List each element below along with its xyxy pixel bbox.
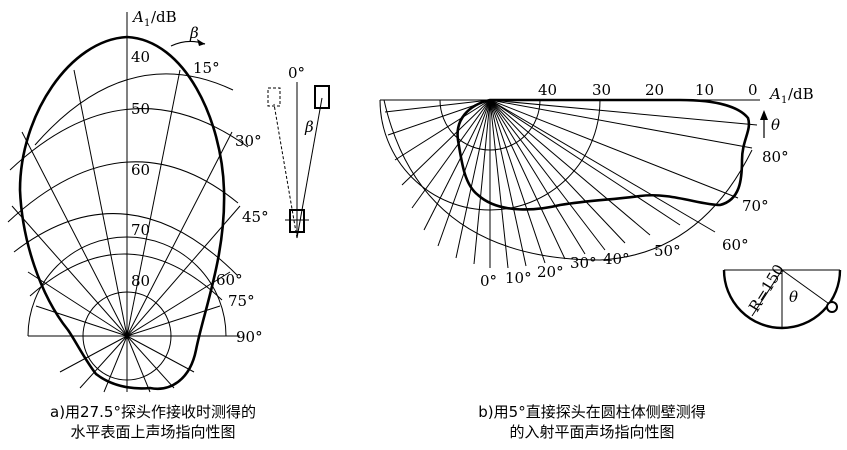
- a-arc-70: [13, 213, 238, 276]
- a-label-40: 40: [131, 48, 150, 66]
- a-angle-75: 75°: [228, 292, 255, 310]
- a-beta-arrowhead: [197, 39, 205, 46]
- b-inset-probe: [826, 301, 838, 313]
- a-angle-30: 30°: [235, 132, 262, 150]
- a-angle-15: 15°: [193, 59, 220, 77]
- b-angle-60: 60°: [722, 236, 749, 254]
- probe-left-box: [267, 87, 281, 107]
- a-arc-60: [7, 161, 239, 223]
- caption-a: a)用27.5°探头作接收时测得的 水平表面上声场指向性图: [18, 402, 288, 442]
- diagram-a: A 1 /dB β 40 50 60 70 80 15° 30° 45° 60°…: [7, 8, 269, 393]
- a-axis-label-unit: /dB: [151, 8, 177, 26]
- a-arc-40: [34, 73, 234, 146]
- probe-beta-label: β: [304, 118, 314, 136]
- a-axis-label-sub: 1: [144, 18, 150, 29]
- probe-right-box: [314, 85, 330, 109]
- b-inset-radius: [781, 269, 833, 307]
- b-angle-80: 80°: [762, 148, 789, 166]
- b-axis-label-A: A: [768, 85, 781, 103]
- b-angle-30: 30°: [570, 254, 597, 272]
- a-arc-50: [9, 108, 249, 171]
- probe-right-line: [296, 97, 323, 239]
- probe-bottom-box: [289, 209, 305, 233]
- b-inset-r-line: [751, 269, 783, 317]
- a-label-50: 50: [131, 100, 150, 118]
- b-axis-label-sub: 1: [781, 95, 787, 106]
- caption-a-line1: a)用27.5°探头作接收时测得的: [50, 403, 256, 421]
- b-scale-10: 10: [695, 81, 714, 99]
- b-radial-lines: [384, 99, 758, 269]
- a-axis-label-A: A: [131, 8, 144, 26]
- b-outer-boundary: [383, 99, 753, 261]
- b-angle-20: 20°: [537, 263, 564, 281]
- b-angle-0: 0°: [480, 272, 497, 290]
- b-scale-40: 40: [538, 81, 557, 99]
- a-label-60: 60: [131, 161, 150, 179]
- a-angle-60: 60°: [216, 271, 243, 289]
- caption-b-line2: 的入射平面声场指向性图: [509, 423, 675, 441]
- b-axis-label-unit: /dB: [788, 85, 814, 103]
- a-label-70: 70: [131, 221, 150, 239]
- b-scale-20: 20: [645, 81, 664, 99]
- probe-sketch: 0° β: [267, 64, 330, 239]
- diagram-b: 40 30 20 10 0 A 1 /dB θ 0° 10° 20° 30° 4…: [379, 81, 842, 330]
- b-directivity-curve: [456, 98, 751, 211]
- b-angle-50: 50°: [654, 242, 681, 260]
- a-directivity-curve: [18, 35, 226, 391]
- b-angle-70: 70°: [742, 197, 769, 215]
- b-scale-30: 30: [592, 81, 611, 99]
- b-angle-10: 10°: [505, 269, 532, 287]
- probe-zero-label: 0°: [288, 64, 305, 82]
- b-theta-symbol: θ: [771, 116, 780, 134]
- b-inset-theta: θ: [789, 288, 798, 306]
- caption-b-line1: b)用5°直接探头在圆柱体侧壁测得: [478, 403, 706, 421]
- a-angle-90: 90°: [236, 328, 263, 346]
- caption-b: b)用5°直接探头在圆柱体侧壁测得 的入射平面声场指向性图: [442, 402, 742, 442]
- a-angle-45: 45°: [242, 208, 269, 226]
- a-arc-outer: [27, 236, 227, 337]
- b-angle-40: 40°: [603, 250, 630, 268]
- caption-a-line2: 水平表面上声场指向性图: [70, 423, 236, 441]
- a-label-80: 80: [131, 272, 150, 290]
- b-inset: θ R=150: [722, 261, 842, 330]
- b-scale-0: 0: [748, 81, 758, 99]
- a-beta-symbol: β: [189, 24, 199, 42]
- probe-left-line: [273, 103, 298, 239]
- a-arc-80: [29, 253, 223, 301]
- b-theta-arrowhead: [760, 110, 768, 120]
- figure: A 1 /dB β 40 50 60 70 80 15° 30° 45° 60°…: [7, 8, 842, 393]
